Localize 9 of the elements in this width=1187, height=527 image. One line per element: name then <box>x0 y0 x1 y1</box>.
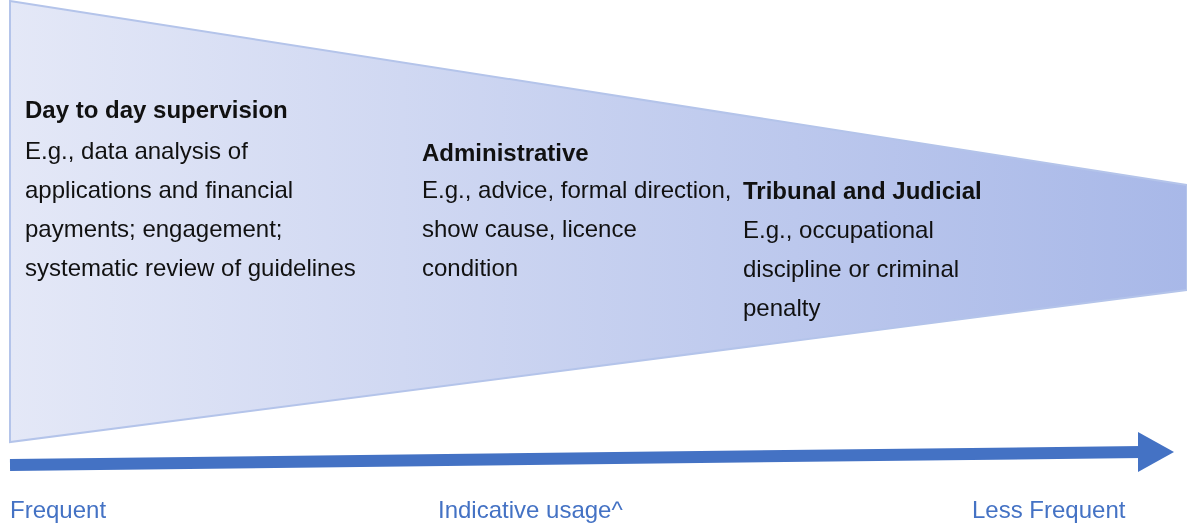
category-heading: Tribunal and Judicial <box>743 176 983 206</box>
example-text: E.g., advice, formal direction, show cause, licence condition <box>422 175 732 283</box>
example-text: E.g., occupational discipline or criminal penalty <box>743 215 961 323</box>
category-heading: Administrative <box>422 138 590 168</box>
scale-label: Less Frequent <box>972 496 1126 524</box>
scale-label: Frequent <box>10 496 107 524</box>
example-text: E.g., data analysis of applications and financial payments; engagement; systematic review of guidelines <box>25 136 357 283</box>
category-heading: Day to day supervision <box>25 95 289 125</box>
axis-caption: Indicative usage^ <box>438 496 623 524</box>
